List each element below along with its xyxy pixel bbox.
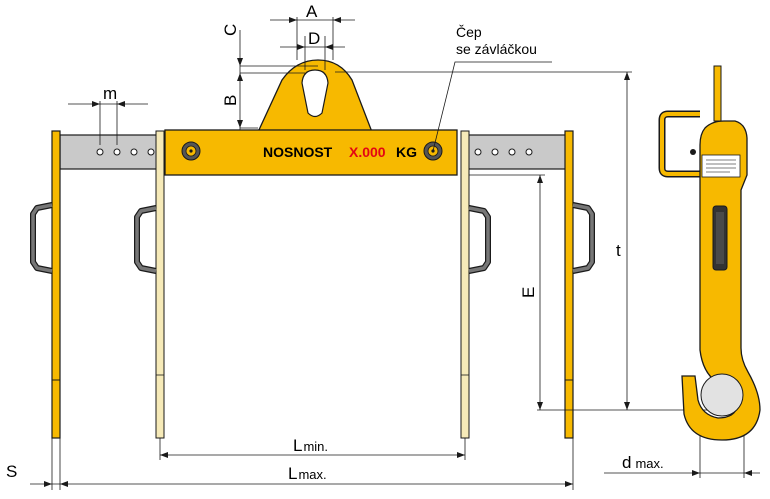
handle-outer-left bbox=[30, 202, 53, 274]
inner-right-leg bbox=[460, 130, 470, 439]
callout-line-1: Čep bbox=[456, 24, 482, 40]
handle-inner-left bbox=[134, 205, 157, 274]
dim-label-t: t bbox=[616, 241, 621, 260]
load-cylinder bbox=[700, 373, 744, 417]
inner-left-leg bbox=[155, 130, 165, 439]
lifting-eye-opening bbox=[301, 69, 329, 118]
outer-right-leg bbox=[564, 130, 574, 439]
dimension-arrows bbox=[44, 17, 752, 487]
dim-label-lmax: Lmax. bbox=[288, 464, 327, 483]
pin-right-icon bbox=[423, 141, 443, 161]
side-view-hook bbox=[658, 65, 761, 441]
dim-label-C: C bbox=[221, 24, 240, 36]
outer-left-leg bbox=[51, 130, 61, 439]
dim-label-S: S bbox=[6, 462, 17, 481]
main-beam bbox=[164, 129, 458, 176]
beam-capacity-prefix: NOSNOST bbox=[263, 144, 333, 160]
handle-inner-right bbox=[468, 205, 491, 274]
dim-label-B: B bbox=[221, 95, 240, 106]
pin-left-icon bbox=[181, 141, 201, 161]
dim-label-lmin: Lmin. bbox=[293, 436, 328, 455]
front-view: NOSNOST X.000 KG bbox=[30, 59, 595, 439]
dim-label-A: A bbox=[306, 2, 318, 21]
dim-label-E: E bbox=[519, 287, 538, 298]
handle-outer-right bbox=[572, 202, 595, 274]
left-arm-holes bbox=[96, 148, 155, 156]
dim-label-m: m bbox=[103, 84, 117, 103]
callout-line-2: se závláčkou bbox=[456, 41, 537, 57]
right-arm-holes bbox=[474, 148, 533, 156]
beam-capacity-value: X.000 bbox=[349, 144, 386, 160]
beam-capacity-unit: KG bbox=[396, 144, 417, 160]
dim-label-D: D bbox=[308, 29, 320, 48]
